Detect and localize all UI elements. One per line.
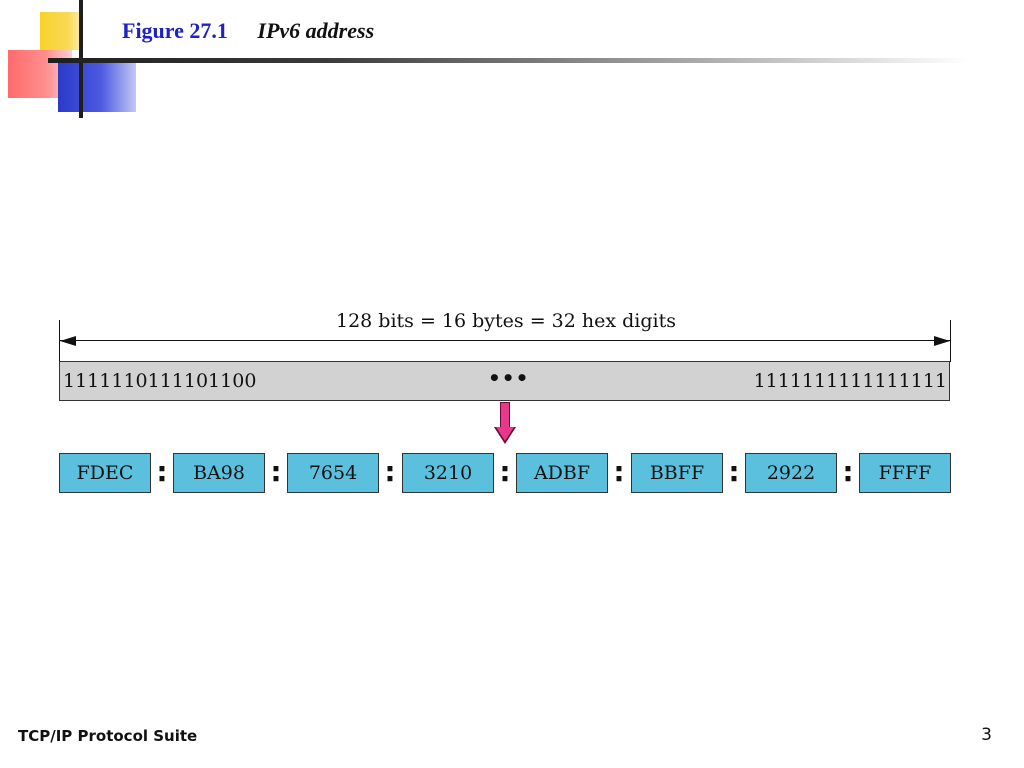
colon-separator: :: [156, 455, 168, 488]
hex-groups: FDEC : BA98 : 7654 : 3210 : ADBF : BBFF …: [59, 453, 959, 493]
hex-group: 3210: [402, 453, 494, 493]
conversion-arrow-head: [496, 427, 514, 441]
dimension-arrowhead-left: [60, 336, 76, 346]
page-number: 3: [981, 725, 992, 745]
dimension-label: 128 bits = 16 bytes = 32 hex digits: [336, 310, 676, 332]
dimension-arrowhead-right: [934, 336, 950, 346]
colon-separator: :: [384, 455, 396, 488]
conversion-arrow-shaft: [500, 402, 510, 428]
slide-title: Figure 27.1 IPv6 address: [122, 18, 374, 44]
colon-separator: :: [842, 455, 854, 488]
binary-address-bar: 1111110111101100 ••• 1111111111111111: [59, 361, 950, 401]
slide-footer: TCP/IP Protocol Suite: [18, 727, 198, 745]
binary-bits-ellipsis: •••: [488, 366, 530, 390]
colon-separator: :: [613, 455, 625, 488]
figure-number: Figure 27.1: [122, 18, 228, 43]
binary-bits-first: 1111110111101100: [63, 370, 257, 392]
colon-separator: :: [499, 455, 511, 488]
hex-group: 2922: [745, 453, 837, 493]
dimension-tick-left: [59, 320, 60, 362]
colon-separator: :: [728, 455, 740, 488]
hex-group: BA98: [173, 453, 265, 493]
hex-group: BBFF: [631, 453, 723, 493]
figure-title: IPv6 address: [257, 18, 375, 43]
title-underline: [48, 58, 968, 63]
hex-group: ADBF: [516, 453, 608, 493]
corner-decoration-blue: [58, 62, 136, 112]
hex-group: FDEC: [59, 453, 151, 493]
corner-decoration-yellow: [40, 12, 80, 50]
hex-group: 7654: [287, 453, 379, 493]
dimension-tick-right: [950, 320, 951, 362]
binary-bits-last: 1111111111111111: [753, 370, 947, 392]
dimension-line: [60, 340, 950, 341]
colon-separator: :: [270, 455, 282, 488]
hex-group: FFFF: [859, 453, 951, 493]
